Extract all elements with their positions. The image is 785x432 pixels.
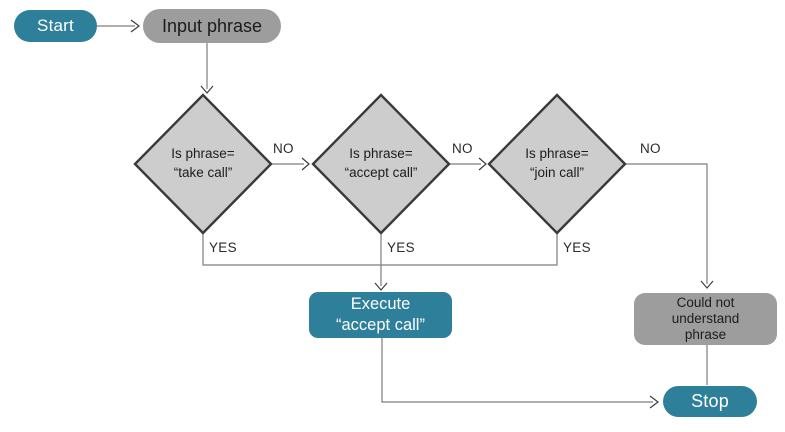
arrowhead-into-decision3 [478,157,487,171]
arrowhead-into-error [700,280,714,289]
error-node-shape [634,293,777,345]
decision3-diamond-shape [487,93,627,235]
arrowhead-into-input [130,19,140,33]
connector-yes-merge-line [202,233,558,266]
execute-node-shape [309,292,452,338]
connector-no-decision3-to-error [625,163,708,284]
arrowhead-into-decision1 [200,85,214,94]
input-node-shape [143,9,281,43]
decision1-diamond-shape [133,93,273,235]
decision2-diamond-shape [311,93,451,235]
start-node-shape [14,10,97,42]
arrowhead-into-stop [649,395,659,409]
arrowhead-into-decision2 [301,157,310,171]
arrowhead-into-execute [374,282,388,291]
connector-execute-to-stop [381,338,653,403]
stop-node-shape [663,386,757,417]
